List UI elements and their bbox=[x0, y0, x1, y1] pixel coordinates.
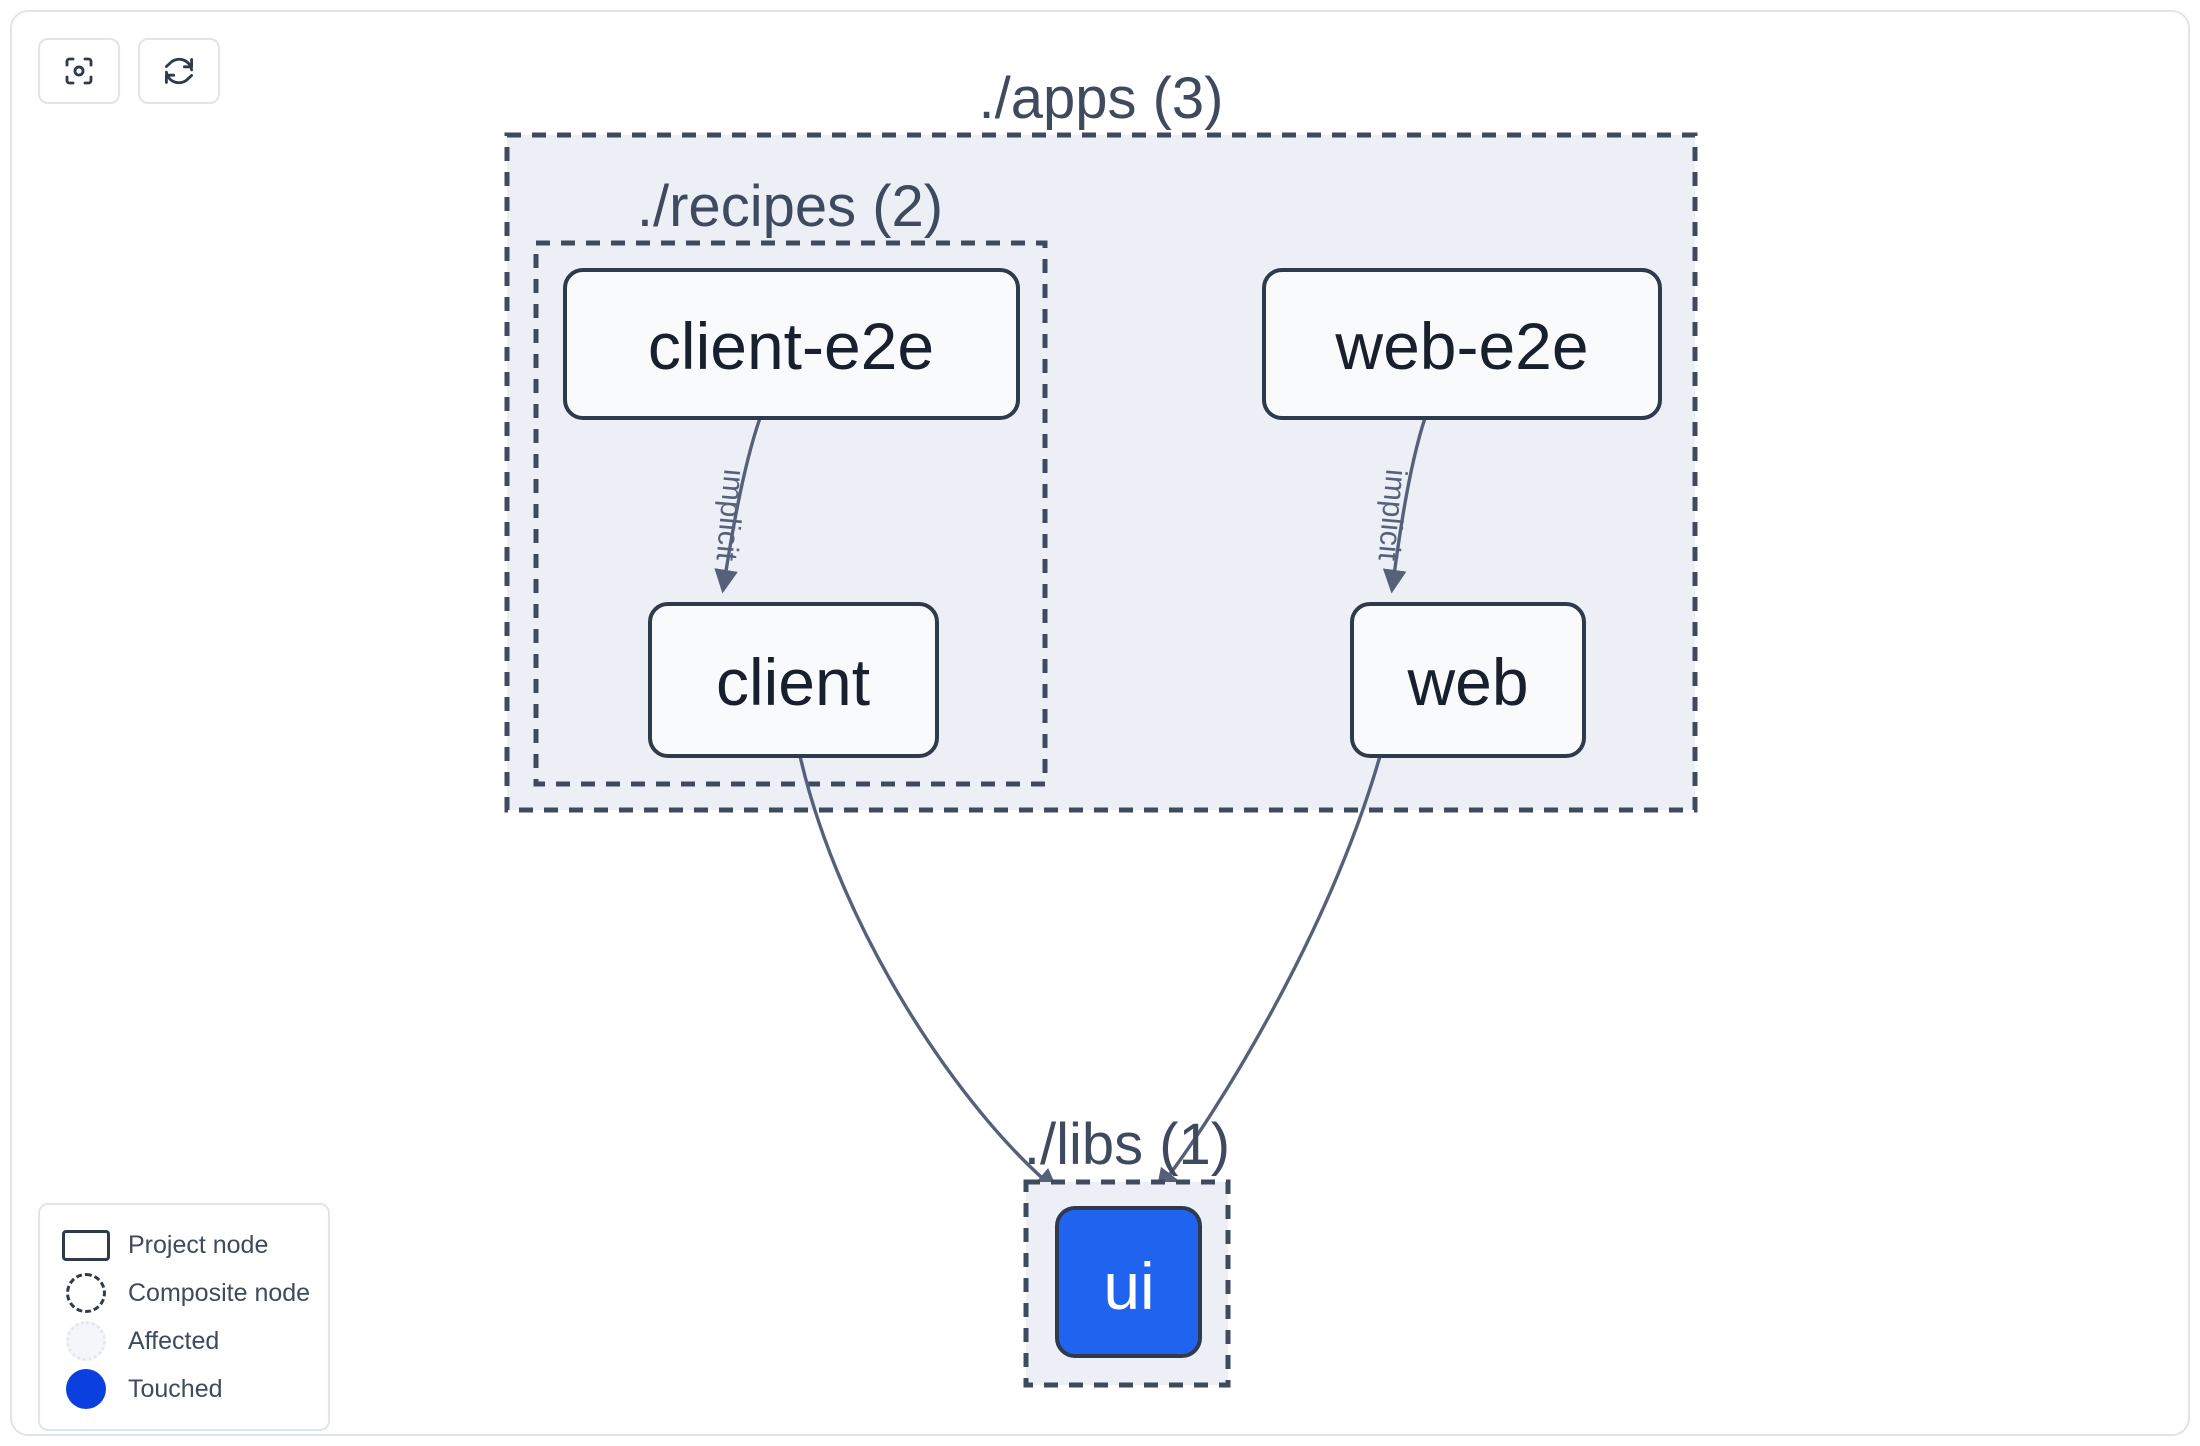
legend-item-composite-node-label: Composite node bbox=[128, 1278, 311, 1307]
legend-item-touched-label: Touched bbox=[128, 1374, 223, 1403]
edge-web-e2e-to-web-label: implicit bbox=[1372, 468, 1413, 563]
composite-group-libs-label: ./libs (1) bbox=[1024, 1112, 1230, 1177]
edge-web-e2e-to-web-path[interactable] bbox=[1382, 417, 1427, 594]
project-node-client-e2e-label: client-e2e bbox=[648, 309, 934, 383]
graph-legend: Project node Composite node Affected Tou… bbox=[38, 1203, 330, 1431]
legend-item-affected-label: Affected bbox=[128, 1326, 220, 1355]
touched-shape-icon bbox=[66, 1369, 106, 1409]
legend-item-composite-node: Composite node bbox=[58, 1269, 310, 1317]
composite-group-recipes-label: ./recipes (2) bbox=[637, 174, 943, 239]
touched-swatch bbox=[58, 1369, 114, 1409]
project-node-client-label: client bbox=[716, 645, 870, 719]
project-node-client[interactable]: client bbox=[648, 602, 939, 758]
focus-target-icon bbox=[61, 53, 97, 89]
legend-item-touched: Touched bbox=[58, 1365, 310, 1413]
legend-item-project-node: Project node bbox=[58, 1221, 310, 1269]
edge-client-e2e-to-client[interactable]: implicit bbox=[710, 417, 762, 594]
project-node-web-rect[interactable] bbox=[1350, 602, 1586, 758]
legend-item-affected: Affected bbox=[58, 1317, 310, 1365]
project-node-ui-label: ui bbox=[1103, 1249, 1154, 1323]
affected-swatch bbox=[58, 1321, 114, 1361]
project-node-web-e2e-rect[interactable] bbox=[1262, 268, 1662, 420]
edge-web-to-ui-path[interactable] bbox=[1155, 755, 1382, 1193]
project-node-client-rect[interactable] bbox=[648, 602, 939, 758]
project-node-swatch bbox=[58, 1229, 114, 1261]
edge-client-to-ui[interactable] bbox=[798, 755, 1059, 1193]
composite-node-swatch bbox=[58, 1273, 114, 1313]
project-node-ui-rect[interactable] bbox=[1055, 1206, 1202, 1358]
edge-web-e2e-to-web[interactable]: implicit bbox=[1372, 417, 1427, 594]
legend-item-project-node-label: Project node bbox=[128, 1230, 269, 1259]
edge-web-to-ui[interactable] bbox=[1155, 755, 1382, 1193]
project-node-ui[interactable]: ui bbox=[1055, 1206, 1202, 1358]
refresh-icon bbox=[161, 53, 197, 89]
composite-group-apps-label: ./apps (3) bbox=[979, 66, 1224, 131]
affected-shape-icon bbox=[66, 1321, 106, 1361]
composite-node-shape-icon bbox=[66, 1273, 106, 1313]
project-node-web-e2e-label: web-e2e bbox=[1334, 309, 1588, 383]
project-node-web-label: web bbox=[1406, 645, 1528, 719]
project-node-shape-icon bbox=[62, 1229, 110, 1261]
project-node-client-e2e[interactable]: client-e2e bbox=[563, 268, 1020, 420]
focus-graph-button[interactable] bbox=[38, 38, 120, 104]
edge-client-to-ui-path[interactable] bbox=[798, 755, 1059, 1193]
project-node-web[interactable]: web bbox=[1350, 602, 1586, 758]
project-node-web-e2e[interactable]: web-e2e bbox=[1262, 268, 1662, 420]
edge-client-e2e-to-client-path[interactable] bbox=[714, 417, 762, 594]
refresh-graph-button[interactable] bbox=[138, 38, 220, 104]
edge-client-e2e-to-client-label: implicit bbox=[710, 468, 751, 563]
graph-toolbar bbox=[38, 38, 220, 104]
project-node-client-e2e-rect[interactable] bbox=[563, 268, 1020, 420]
